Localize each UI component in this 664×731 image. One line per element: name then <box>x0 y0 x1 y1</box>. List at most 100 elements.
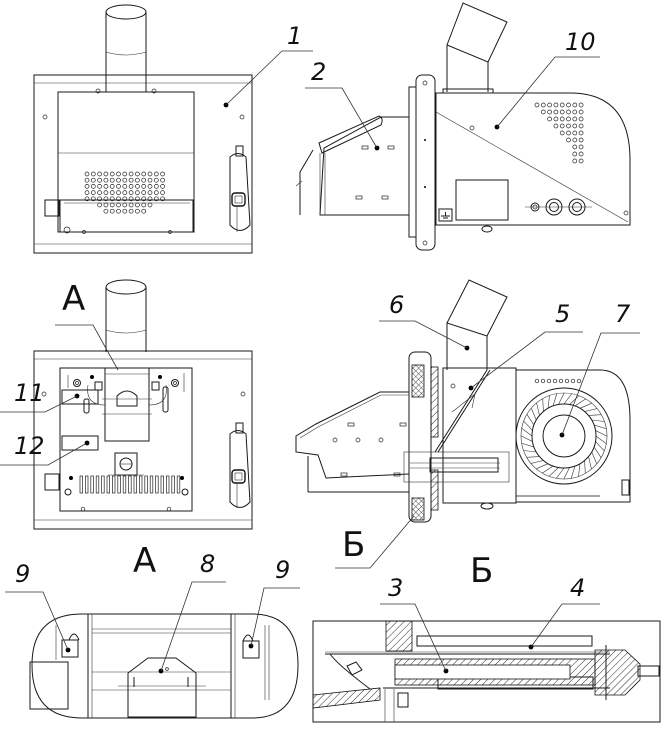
vent-slot <box>101 475 105 494</box>
vent-hole <box>103 196 109 202</box>
vent-hole <box>546 378 552 384</box>
vent-hole <box>90 171 96 177</box>
nameplate <box>455 179 509 221</box>
fan-blade <box>578 463 581 477</box>
vent-hole <box>566 102 571 108</box>
callout-7: 7 <box>615 300 631 328</box>
front-view-open <box>0 279 253 530</box>
vent-hole <box>141 202 147 208</box>
vent-hole <box>578 102 584 108</box>
leader-line-1 <box>225 50 313 106</box>
vent-hole <box>578 151 584 157</box>
vent-hole <box>553 109 559 115</box>
vent-hole <box>578 109 584 115</box>
vent-holes <box>534 102 584 164</box>
vent-slot <box>171 475 175 494</box>
vent-hole <box>566 116 571 122</box>
vent-hole <box>116 208 121 214</box>
side-view <box>295 2 631 251</box>
vent-slot <box>176 475 181 494</box>
fan-blade <box>542 465 554 474</box>
vent-hole <box>109 190 115 195</box>
vent-hole <box>566 109 571 115</box>
callout-11: 11 <box>14 379 45 407</box>
vent-hole <box>572 144 578 150</box>
vent-hole <box>147 196 153 202</box>
leader-line-9-left <box>5 591 69 651</box>
vent-hole <box>122 202 128 208</box>
vent-hole <box>122 190 128 195</box>
vent-slot <box>90 475 94 494</box>
fan-housing <box>515 369 631 503</box>
vent-hole <box>147 202 153 208</box>
fan-blade <box>542 398 544 412</box>
callout-3: 3 <box>388 574 403 602</box>
fan-blade <box>558 392 565 405</box>
vent-hole <box>572 116 578 122</box>
view-marker-a: A <box>62 279 85 319</box>
vent-hole <box>84 190 90 195</box>
fan-blade <box>574 398 586 407</box>
vent-slot <box>155 475 159 494</box>
vent-hole <box>576 378 582 384</box>
vent-slot <box>117 475 121 494</box>
fan-blade <box>523 420 533 431</box>
vent-holes <box>84 171 165 214</box>
callout-8: 8 <box>200 550 215 578</box>
fan-blade <box>563 393 572 405</box>
leader-line-4 <box>530 603 600 648</box>
vent-hole <box>116 190 121 195</box>
vent-hole <box>116 171 121 177</box>
vent-hole <box>128 196 134 202</box>
vent-hole <box>97 196 102 202</box>
vent-slot <box>144 475 148 494</box>
vent-hole <box>141 177 147 183</box>
vent-hole <box>135 177 140 183</box>
fan-blade <box>595 435 607 444</box>
mounting-flange <box>415 74 436 251</box>
vent-hole <box>572 158 578 164</box>
vent-hole <box>153 190 159 195</box>
vent-hole <box>135 196 140 202</box>
leader-line-10 <box>496 56 600 128</box>
fan-blade <box>552 393 558 407</box>
vent-hole <box>572 109 578 115</box>
detail-a-boundary <box>31 613 299 719</box>
vent-hole <box>122 208 128 214</box>
combustion-chamber <box>319 116 409 216</box>
vent-hole <box>160 190 165 195</box>
vent-hole <box>109 184 115 189</box>
vent-slots <box>79 475 181 494</box>
fan-blade <box>570 465 576 479</box>
vent-hole <box>103 177 109 183</box>
leader-line-9-right <box>250 587 300 647</box>
callout-12: 12 <box>14 432 45 460</box>
fan-blade <box>556 467 565 479</box>
vent-hole <box>540 378 546 384</box>
vent-holes <box>534 378 582 384</box>
burner-cover <box>57 91 195 233</box>
vent-slot <box>79 475 83 494</box>
vent-hole <box>141 184 147 189</box>
vent-hole <box>128 190 134 195</box>
leader-line-2 <box>305 87 378 149</box>
vent-hole <box>153 184 159 189</box>
front-view <box>33 4 313 254</box>
leader-line-7 <box>561 332 640 436</box>
callout-2: 2 <box>311 58 326 86</box>
leader-line-3 <box>380 603 447 672</box>
fan-blade <box>593 446 602 458</box>
leader-line-12 <box>0 442 88 466</box>
vent-hole <box>566 137 571 143</box>
vent-hole <box>122 171 128 177</box>
fan-blade <box>530 460 544 464</box>
detail-b <box>312 603 661 723</box>
fan-blade <box>579 402 592 409</box>
vent-hole <box>552 378 558 384</box>
vent-hole <box>147 184 153 189</box>
vent-hole <box>128 202 134 208</box>
vent-hole <box>547 102 552 108</box>
vent-hole <box>578 116 584 122</box>
vent-hole <box>566 123 571 129</box>
